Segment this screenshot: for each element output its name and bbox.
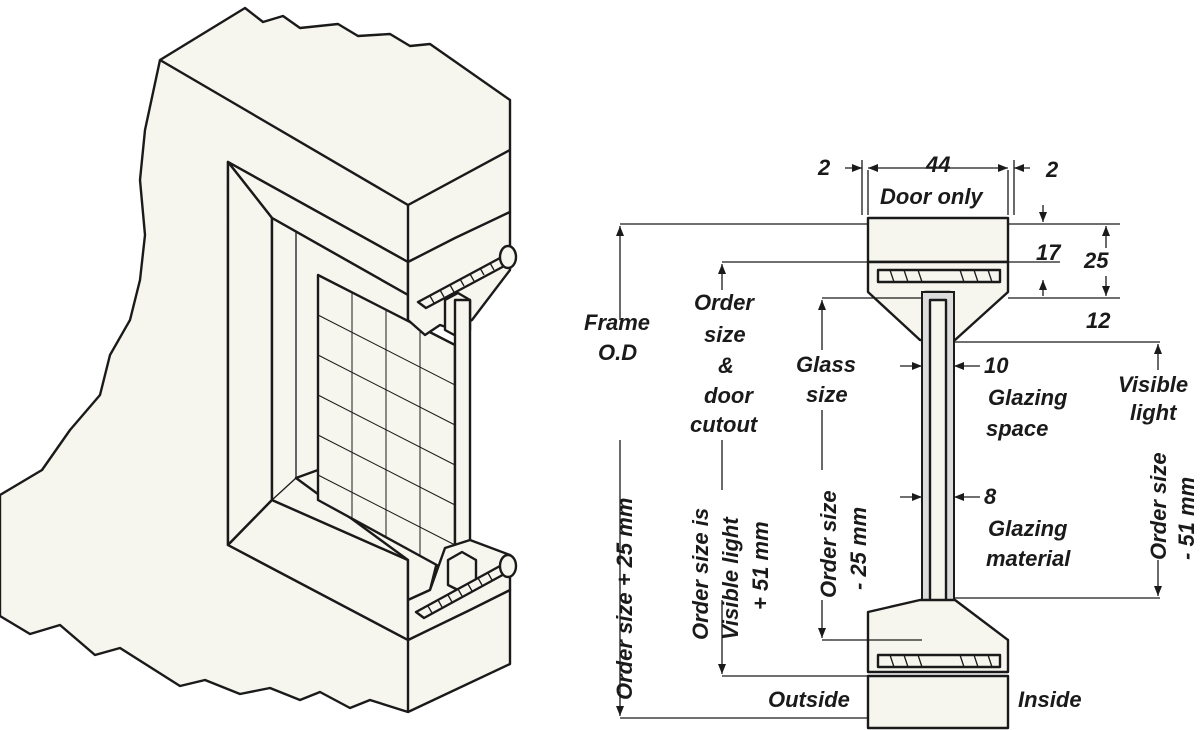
outside-label: Outside: [768, 687, 850, 712]
order-size-cutout-3: &: [718, 353, 734, 378]
bottom-door-block: [866, 674, 1010, 730]
order-size-plus-25-label: Order size + 25 mm: [612, 498, 637, 700]
glass-edge: [453, 298, 472, 582]
order-minus-51-2: - 51 mm: [1174, 477, 1199, 560]
order-minus-25-2: - 25 mm: [846, 507, 871, 590]
dim-8: 8: [984, 484, 997, 509]
order-size-cutout-5: cutout: [690, 412, 759, 437]
frame-od-label-2: O.D: [598, 340, 637, 365]
glass-size-1: Glass: [796, 352, 856, 377]
dim-2-left: 2: [817, 155, 831, 180]
glazing-space-1: Glazing: [988, 385, 1068, 410]
section-glass-inner: [928, 298, 948, 638]
glazing-space-2: space: [986, 416, 1048, 441]
visible-light-2: light: [1130, 400, 1178, 425]
dim-12: 12: [1086, 308, 1111, 333]
dim-25: 25: [1083, 248, 1109, 273]
frame-od-label-1: Frame: [584, 310, 650, 335]
order-size-is-2: Visible light: [718, 516, 743, 640]
dimension-arrowheads: [616, 164, 1162, 716]
glazing-material-2: material: [986, 546, 1071, 571]
dim-44: 44: [925, 152, 950, 177]
inside-label: Inside: [1018, 687, 1082, 712]
glass-size-2: size: [806, 382, 848, 407]
order-minus-25-1: Order size: [816, 490, 841, 598]
top-door-block: [866, 216, 1010, 264]
order-minus-51-1: Order size: [1146, 452, 1171, 560]
dim-2-right: 2: [1045, 157, 1059, 182]
section-view: 2 44 2 Door only Frame O.D Order size + …: [584, 152, 1199, 730]
dim-10: 10: [984, 353, 1009, 378]
isometric-door-view: [0, 6, 518, 714]
glazing-material-1: Glazing: [988, 516, 1068, 541]
order-size-cutout-1: Order: [694, 290, 755, 315]
order-size-is-3: + 51 mm: [748, 521, 773, 610]
order-size-cutout-4: door: [704, 383, 754, 408]
frame-inner-line: [271, 232, 297, 501]
frame-bevel-left: [226, 160, 274, 547]
door-only-label: Door only: [880, 184, 984, 209]
order-size-cutout-2: size: [704, 322, 746, 347]
glass-grid: [317, 293, 456, 556]
top-screw: [416, 244, 518, 310]
bottom-screw: [414, 553, 518, 620]
dim-17: 17: [1036, 240, 1062, 265]
visible-light-1: Visible: [1118, 372, 1188, 397]
order-size-is-1: Order size is: [688, 508, 713, 640]
section-top-screw: [876, 268, 1002, 284]
section-bottom-screw: [876, 653, 1002, 669]
